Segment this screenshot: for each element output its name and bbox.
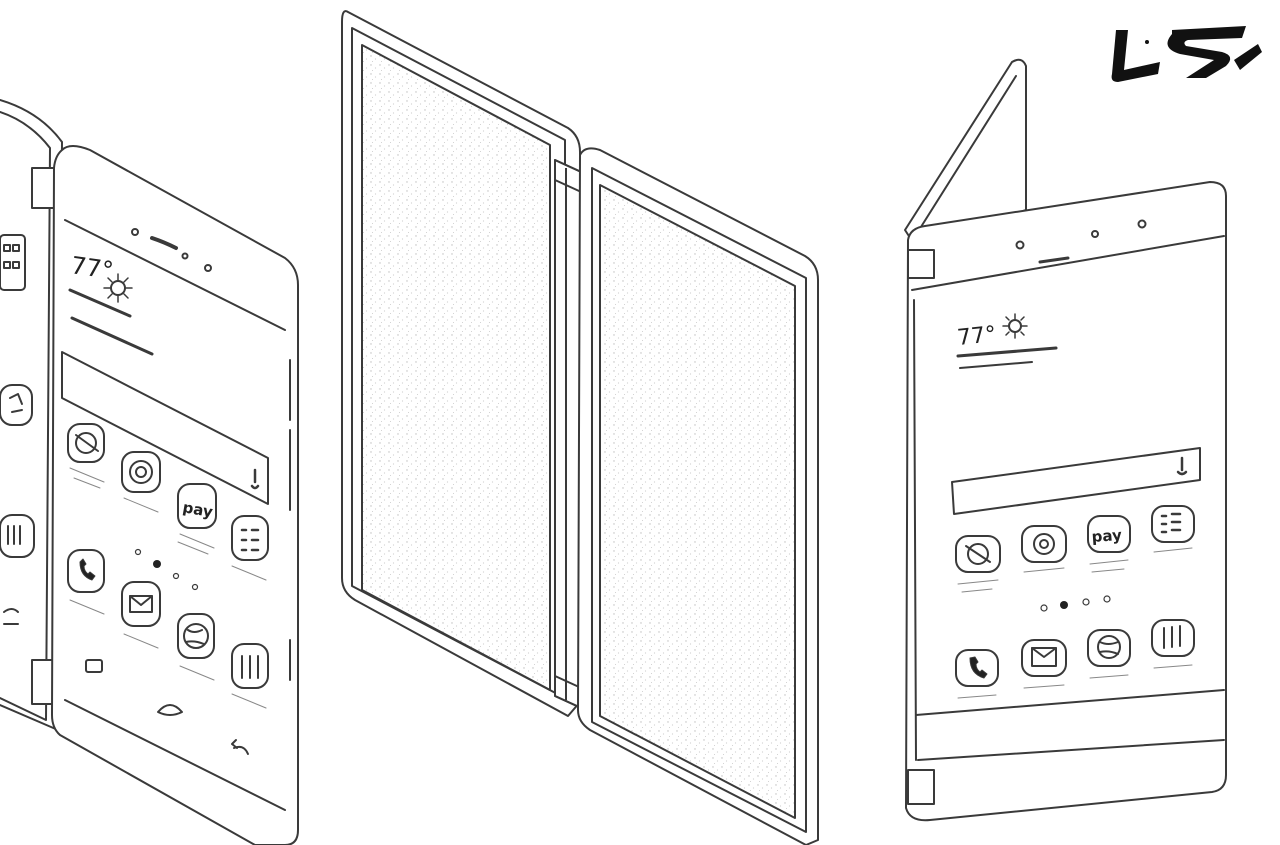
search-bar [61,351,269,505]
top-hinge-right [907,249,935,279]
app-icon-mail [121,581,161,627]
app-icons-row-2 [67,549,269,709]
watermark-logo [1111,26,1262,82]
search-bar-right [951,447,1201,515]
app-icon-phone-right [955,649,999,687]
app-icon-globe [177,613,215,659]
microphone-icon-right [1176,456,1188,476]
app-icons-row-2-right [955,619,1195,699]
recent-apps-icon [85,659,103,673]
app-icon-globe-right [1087,629,1131,667]
app-icon-settings [231,515,269,561]
app-icon-apps [231,643,269,689]
page-indicator-right [1040,595,1111,612]
app-icons-row-1-right: pay [955,505,1195,593]
app-icon-mail-right [1021,639,1067,677]
bottom-hinge-right [907,769,935,805]
home-icon [157,704,183,716]
app-icon-apps-right [1151,619,1195,657]
app-icons-row-1: pay [67,423,269,581]
sun-icon-right [1002,313,1028,339]
left-partial-panel [0,99,63,731]
app-icon-settings-right [1151,505,1195,543]
app-icon-pay [177,483,217,529]
pay-label-left: pay [181,498,214,521]
back-right-panel-texture [599,184,796,819]
app-icon-camera [121,451,161,493]
middle-phone-view [341,10,819,845]
pay-label-right: pay [1091,526,1123,546]
app-icon-camera-right [1021,525,1067,563]
right-view-main-panel [905,181,1227,822]
app-icon-phone [67,549,105,593]
app-icon-blocked-right [955,535,1001,573]
weather-temperature-right: 77° [956,322,997,351]
page-indicator [134,548,199,591]
app-icon-pay-right [1087,515,1131,553]
app-icon-blocked [67,423,105,463]
navigation-keys [85,659,249,755]
back-left-panel-texture [361,44,551,691]
sun-icon [103,273,133,303]
right-phone-view: 77° pay [904,58,1227,822]
left-phone-view: 77° pay [0,99,299,845]
weather-temperature: 77° [69,251,115,285]
left-view-main-panel: 77° pay [51,145,299,845]
microphone-icon [250,468,260,490]
back-icon [231,739,249,755]
